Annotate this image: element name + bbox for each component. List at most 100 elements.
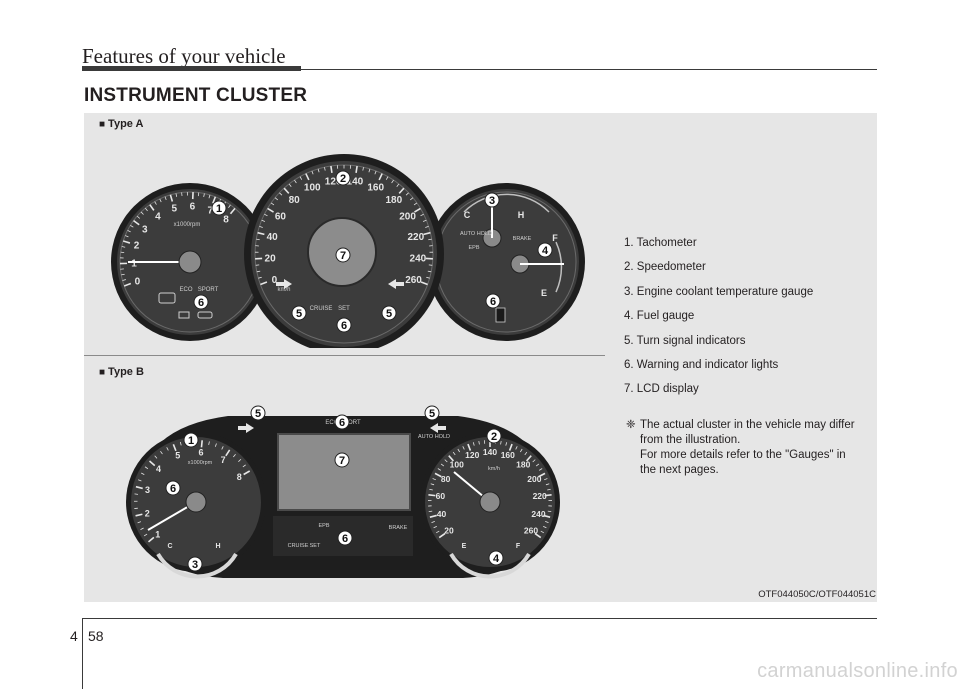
gauge-number: 100 [304,183,321,194]
fuel-empty-label: E [462,543,467,550]
auto-hold-label: AUTO HOLD [460,231,492,237]
lcd-icon [495,307,506,323]
brake-label: BRAKE [389,525,408,531]
gauge-number: 2 [145,508,150,518]
gauge-tick [127,230,131,233]
gauge-tick [431,521,435,523]
gauge-tick [432,478,437,481]
type-a-label: ■Type A [99,118,144,130]
gauge-number: 4 [155,212,161,223]
epb-label: EPB [468,245,479,251]
gauge-tick [159,198,162,203]
gauge-tick [123,282,132,287]
gauge-tick [144,207,148,212]
headlamp-icon [178,311,190,319]
gauge-number: 160 [367,183,384,194]
gauge-tick [147,536,155,543]
svg-text:5: 5 [429,408,435,420]
gauge-tick [524,451,528,456]
gauge-tick [172,443,177,452]
gauge-tick [434,472,442,478]
gauge-number: 20 [265,253,277,264]
gauge-tick [391,179,394,184]
turn-right-icon [388,279,404,289]
gauge-tick [478,440,480,445]
gauge-number: 7 [221,455,226,465]
svg-text:1: 1 [188,435,194,447]
gauge-tick [425,226,429,228]
gauge-number: 220 [533,491,547,501]
gauge-tick [547,488,551,491]
gauge-number: 60 [436,491,446,501]
footer-rule [82,618,877,619]
note-block: ❈ The actual cluster in the vehicle may … [626,418,874,478]
svg-text:6: 6 [342,533,348,545]
legend-item: 2. Speedometer [624,261,706,274]
svg-text:7: 7 [340,250,346,262]
speed-unit-text: km/h [488,466,500,472]
gauge-tick [200,440,203,448]
gauge-tick [500,440,502,445]
figure-code: OTF044050C/OTF044051C [758,589,876,600]
gauge-number: 40 [267,232,279,243]
lcd-display [277,433,411,511]
door-open-icon [197,311,213,319]
gauge-number: 260 [524,526,538,536]
temp-hot-label: H [518,210,525,220]
gauge-tick [422,219,427,222]
gauge-tick [437,468,441,471]
callout-group-b: 1 2 3 4 5 5 6 6 6 7 [165,405,504,572]
gauge-tick [288,183,292,187]
square-bullet-icon: ■ [99,119,106,130]
gauge-tick [368,168,371,173]
gauge-tick [137,521,142,524]
cruise-label: CRUISE [288,543,309,549]
gauge-tick [396,183,400,187]
gauge-tick [256,238,260,241]
gauge-tick [435,530,440,534]
footer-rule-vertical [82,618,83,689]
gauge-tick [427,270,432,273]
gauge-tick [136,215,141,219]
note-line: the next pages. [640,464,719,476]
svg-text:2: 2 [340,173,346,185]
gauge-tick [398,187,405,194]
gauge-tick [130,225,134,228]
gauge-tick [444,459,448,463]
page-chapter: 4 [70,628,78,644]
gauge-number: 4 [156,464,161,474]
gauge-tick [438,532,446,539]
gauge-tick [448,455,455,462]
gauge-tick [330,165,333,174]
gauge-tick [355,165,358,174]
gauge-tick [324,167,326,171]
gauge-tick [317,168,320,173]
gauge-tick [121,273,125,276]
gauge-tick [154,201,157,205]
gauge-tick [149,204,155,211]
svg-text:6: 6 [490,296,496,308]
gauge-tick [428,494,436,497]
gauge-number: 140 [347,176,364,187]
callout-group-a: 1 2 3 4 5 5 6 6 6 7 [193,170,553,333]
svg-text:5: 5 [386,308,392,320]
gauge-tick [270,202,275,206]
gauge-tick [166,447,169,451]
gauge-number: 0 [135,277,141,288]
temp-cold-label: C [167,543,172,550]
square-bullet-icon: ■ [99,367,106,378]
page-number: 58 [88,628,104,644]
tach-unit-text: x1000rpm [174,222,201,228]
gauge-tick [257,231,265,236]
note-line: For more details refer to the "Gauges" i… [640,449,846,461]
gauge-tick [378,173,383,181]
legend-list: 1. Tachometer 2. Speedometer 3. Engine c… [624,231,813,402]
section-title: INSTRUMENT CLUSTER [84,85,308,106]
gauge-tick [256,270,261,273]
note-line: from the illustration. [640,434,741,446]
gauge-tick [238,458,242,462]
gauge-tick [426,276,430,279]
svg-text:1: 1 [216,203,222,215]
